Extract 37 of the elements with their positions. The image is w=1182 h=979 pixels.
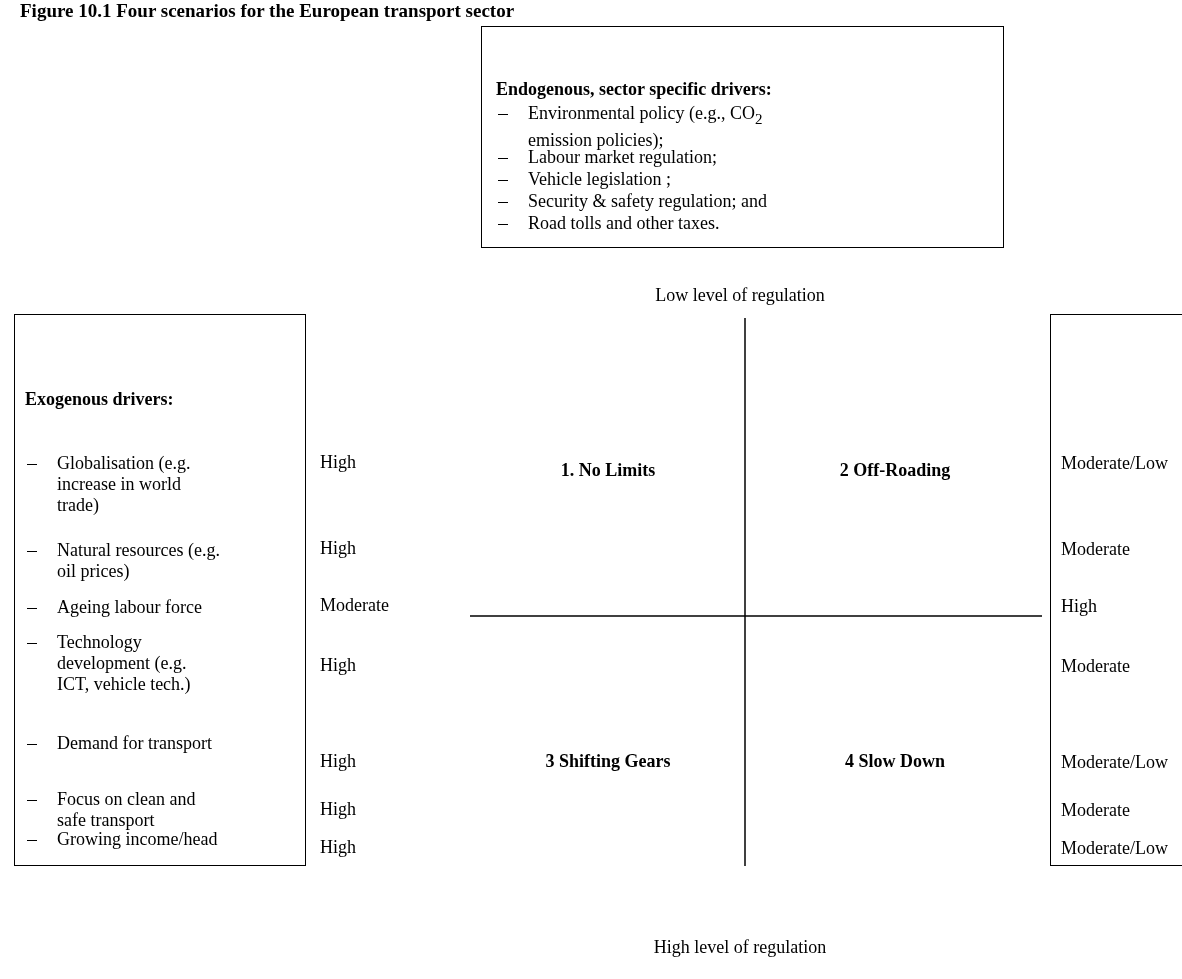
rating-value: High <box>320 837 356 858</box>
list-item: Road tolls and other taxes. <box>528 213 721 234</box>
rating-value: Moderate/Low <box>1061 838 1169 859</box>
box-heading: Endogenous, sector specific drivers: <box>496 79 773 100</box>
axis-label: High level of regulation <box>653 937 827 958</box>
list-item: Security & safety regulation; and <box>528 191 768 212</box>
rating-value: High <box>320 799 356 820</box>
rating-value: High <box>320 751 356 772</box>
rating-value: High <box>320 538 356 559</box>
figure-title: Figure 10.1 Four scenarios for the European transport sector <box>20 0 515 22</box>
rating-value: Moderate <box>320 595 389 616</box>
list-item: Growing income/head <box>57 829 219 850</box>
list-item: Ageing labour force <box>57 597 203 618</box>
axis-label: Low level of regulation <box>655 285 825 306</box>
scenario-label: 4 Slow Down <box>845 751 945 772</box>
rating-value: Moderate/Low <box>1061 453 1169 474</box>
list-item: Demand for transport <box>57 733 213 754</box>
list-item: Natural resources (e.g. oil prices) <box>57 540 221 582</box>
rating-value: High <box>320 452 356 473</box>
scenario-label: 2 Off-Roading <box>839 460 951 481</box>
rating-value: Moderate <box>1061 539 1131 560</box>
scenario-label: 1. No Limits <box>560 460 656 481</box>
driver-box <box>14 314 306 866</box>
scenario-label: 3 Shifting Gears <box>545 751 671 772</box>
rating-value: Moderate/Low <box>1061 752 1169 773</box>
list-item: Focus on clean and safe transport <box>57 789 197 831</box>
list-item: Globalisation (e.g. increase in world trade) <box>57 453 192 516</box>
rating-value: High <box>320 655 356 676</box>
list-item: Vehicle legislation ; <box>528 169 672 190</box>
box-heading: Exogenous drivers: <box>25 389 175 410</box>
driver-box <box>481 26 1004 248</box>
list-item: Technology development (e.g. ICT, vehicle tech.) <box>57 632 192 695</box>
rating-value: Moderate <box>1061 656 1131 677</box>
rating-value: High <box>1061 596 1098 617</box>
list-item: Environmental policy (e.g., CO$_{2}$ emission policies); <box>528 103 764 151</box>
rating-value: Moderate <box>1061 800 1131 821</box>
rating-box <box>1050 314 1182 866</box>
